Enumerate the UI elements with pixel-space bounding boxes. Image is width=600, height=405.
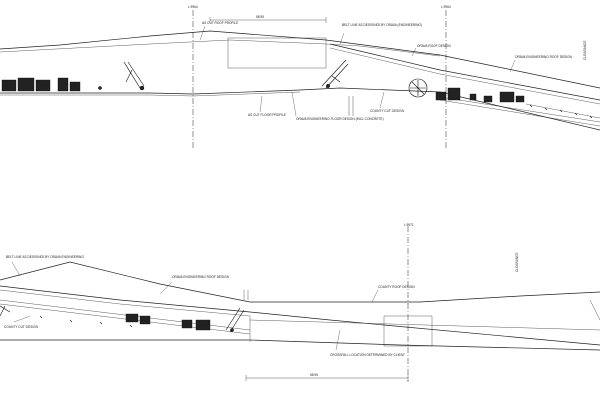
- top-label-orava-roof: ORAVA ROOF DESIGN: [417, 44, 451, 48]
- top-label-orava-eng-roof: ORAVA ENGINEERING ROOF DESIGN: [515, 55, 573, 59]
- top-roof-box: [227, 37, 327, 69]
- top-equipment-middle: [321, 59, 354, 116]
- top-label-orava-floor: ORAVA ENGINEERING FLOOR DESIGN (INCL CON…: [296, 117, 384, 121]
- top-section-label-right: L 9964: [441, 5, 451, 9]
- bottom-section-label: L 9971: [404, 223, 414, 227]
- bottom-roof-line: [0, 261, 600, 303]
- top-label-floor-profile: AS CUT FLOOR PROFILE: [248, 113, 286, 117]
- top-equipment-right: [408, 78, 600, 119]
- bottom-belt-line: [0, 285, 600, 346]
- bottom-label-crossfall: CROSSFALL LOCATION DETERMINED BY CLIENT: [330, 353, 405, 357]
- bottom-floor-line: [0, 339, 600, 351]
- bottom-label-belt-line: BELT LINE AS DESIGNED BY ORAVA ENGINEERI…: [6, 255, 84, 259]
- top-label-roof-profile: AS CUT ROOF PROFILE: [202, 21, 238, 25]
- top-belt-line: [329, 43, 600, 101]
- top-profile: L 9964 L 9964 58.95: [0, 5, 600, 148]
- top-dimension-value: 58.95: [256, 15, 264, 19]
- bottom-profile: L 9971 58.95: [0, 223, 600, 382]
- bottom-label-orava-eng-roof: ORAVA ENGINEERING ROOF DESIGN: [172, 275, 230, 279]
- top-label-cut-floor: COUNTY CUT DESIGN: [370, 109, 405, 113]
- bottom-label-cut-design: COUNTY CUT DESIGN: [4, 325, 39, 329]
- bottom-dimension-value: 58.95: [310, 373, 318, 377]
- top-label-belt-line: BELT LINE AS DESIGNED BY ORAVA (ENGINEER…: [342, 23, 422, 27]
- bottom-crossfall-box: [383, 315, 433, 347]
- top-section-label-left: L 9964: [188, 5, 198, 9]
- top-roof-profile-line: [0, 30, 600, 89]
- top-label-vertical: CLEARANCE: [583, 41, 587, 61]
- bottom-equipment: [0, 290, 249, 333]
- bottom-label-vertical: CLEARANCE: [515, 253, 519, 273]
- top-equipment-left: [1, 61, 145, 92]
- bottom-label-roof-design: COUNTY ROOF DESIGN: [378, 285, 415, 289]
